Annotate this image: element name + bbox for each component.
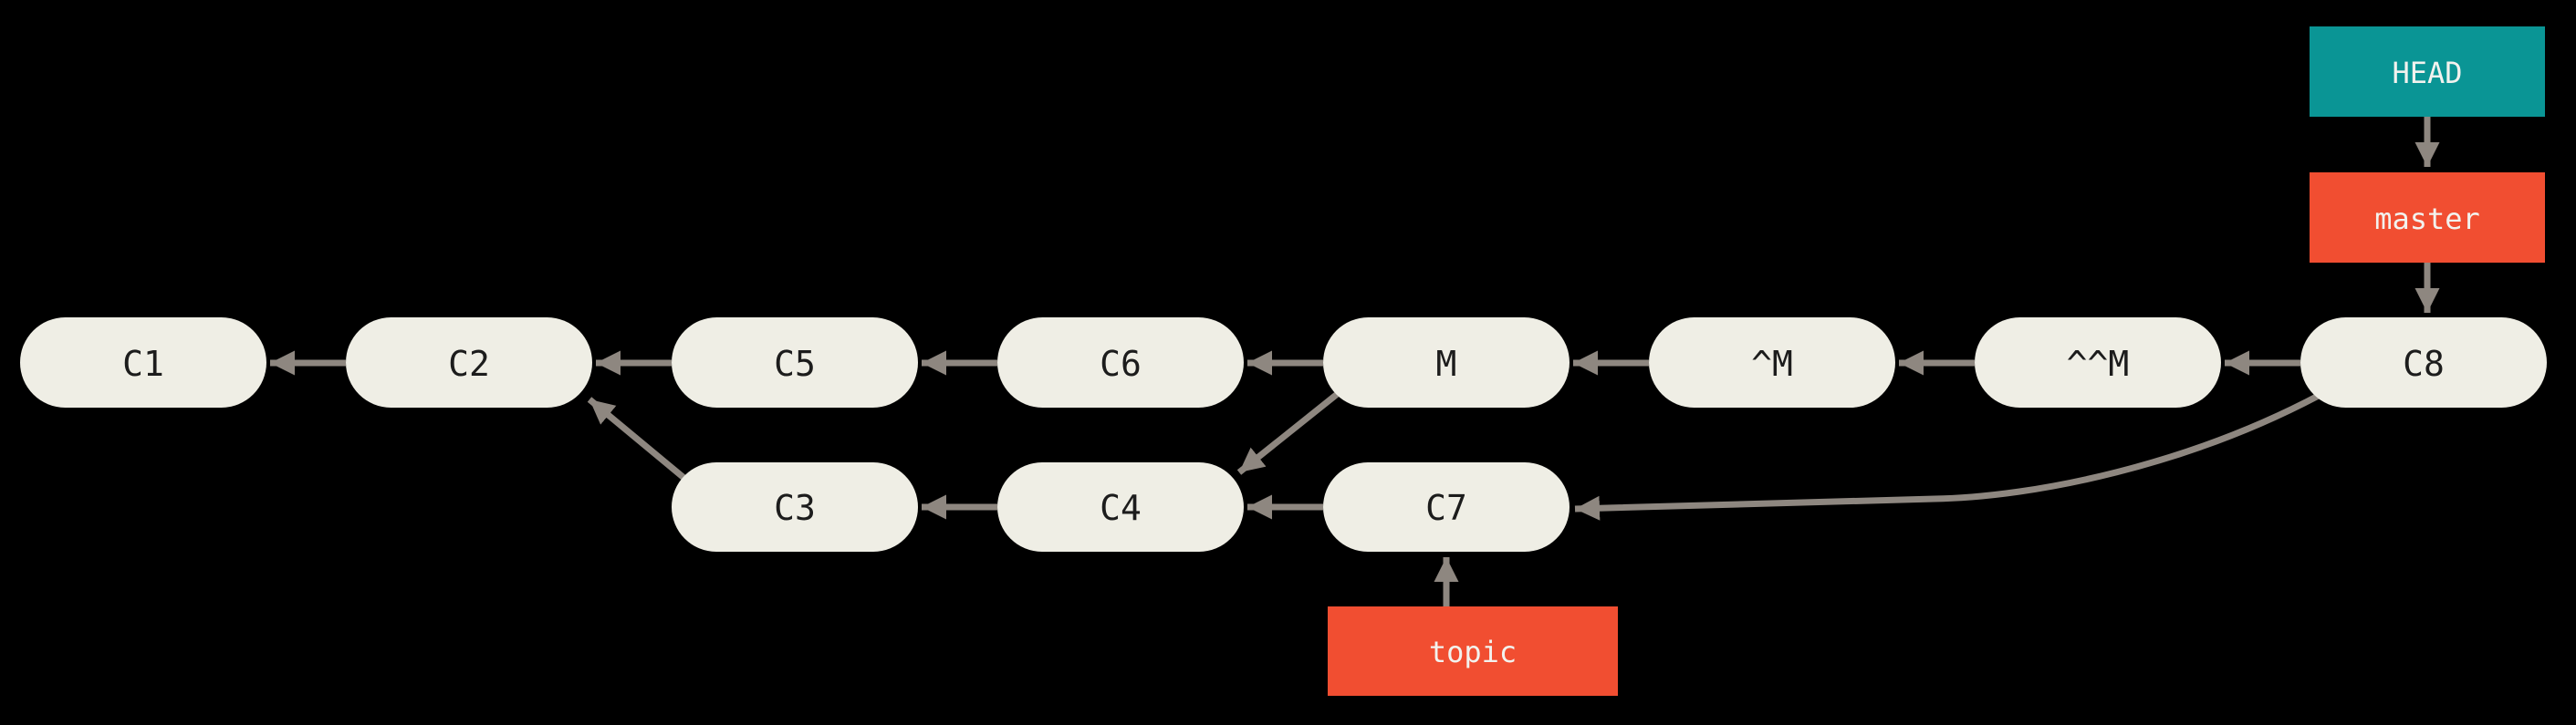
edge-c8-to-c7 (1574, 388, 2327, 521)
commit-pill (2300, 317, 2547, 408)
commit-pill (1975, 317, 2221, 408)
master-branch-rect (2310, 172, 2545, 263)
head-ref-box: HEAD (2310, 26, 2545, 117)
commit-node-caret-caret-m: ^^M (1975, 317, 2221, 408)
topic-branch-label: topic (1429, 635, 1517, 669)
commit-label: C6 (1100, 344, 1142, 384)
edges (270, 117, 2440, 606)
commit-pill (20, 317, 266, 408)
master-branch-box: master (2310, 172, 2545, 263)
commit-pill (1323, 462, 1570, 552)
commit-node-c2: C2 (346, 317, 592, 408)
commit-pill (997, 317, 1244, 408)
commit-pill (1323, 317, 1570, 408)
commit-pill (1649, 317, 1895, 408)
commit-node-c7: C7 (1323, 462, 1570, 552)
commit-pill (672, 317, 918, 408)
edge-m-to-c4 (1236, 389, 1342, 475)
commit-label: ^^M (2067, 344, 2130, 384)
commit-node-c6: C6 (997, 317, 1244, 408)
head-ref-rect (2310, 26, 2545, 117)
commit-node-c8: C8 (2300, 317, 2547, 408)
head-ref-label: HEAD (2392, 56, 2462, 90)
commit-node-c3: C3 (672, 462, 918, 552)
commit-node-c4: C4 (997, 462, 1244, 552)
commit-label: C3 (774, 488, 816, 528)
topic-branch-rect (1328, 606, 1618, 696)
topic-branch-box: topic (1328, 606, 1618, 696)
master-branch-label: master (2374, 202, 2480, 236)
commit-label: C2 (448, 344, 490, 384)
commit-label: C5 (774, 344, 816, 384)
commit-pill (346, 317, 592, 408)
commit-node-caret-m: ^M (1649, 317, 1895, 408)
commit-pill (672, 462, 918, 552)
commit-label: C8 (2403, 344, 2445, 384)
commit-node-c5: C5 (672, 317, 918, 408)
commit-node-m: M (1323, 317, 1570, 408)
commit-pill (997, 462, 1244, 552)
commit-node-c1: C1 (20, 317, 266, 408)
commit-label: C1 (122, 344, 164, 384)
edge-c3-to-c2 (587, 397, 689, 482)
commit-label: C7 (1425, 488, 1467, 528)
commit-label: C4 (1100, 488, 1142, 528)
commit-label: ^M (1751, 344, 1793, 384)
commit-label: M (1436, 344, 1457, 384)
